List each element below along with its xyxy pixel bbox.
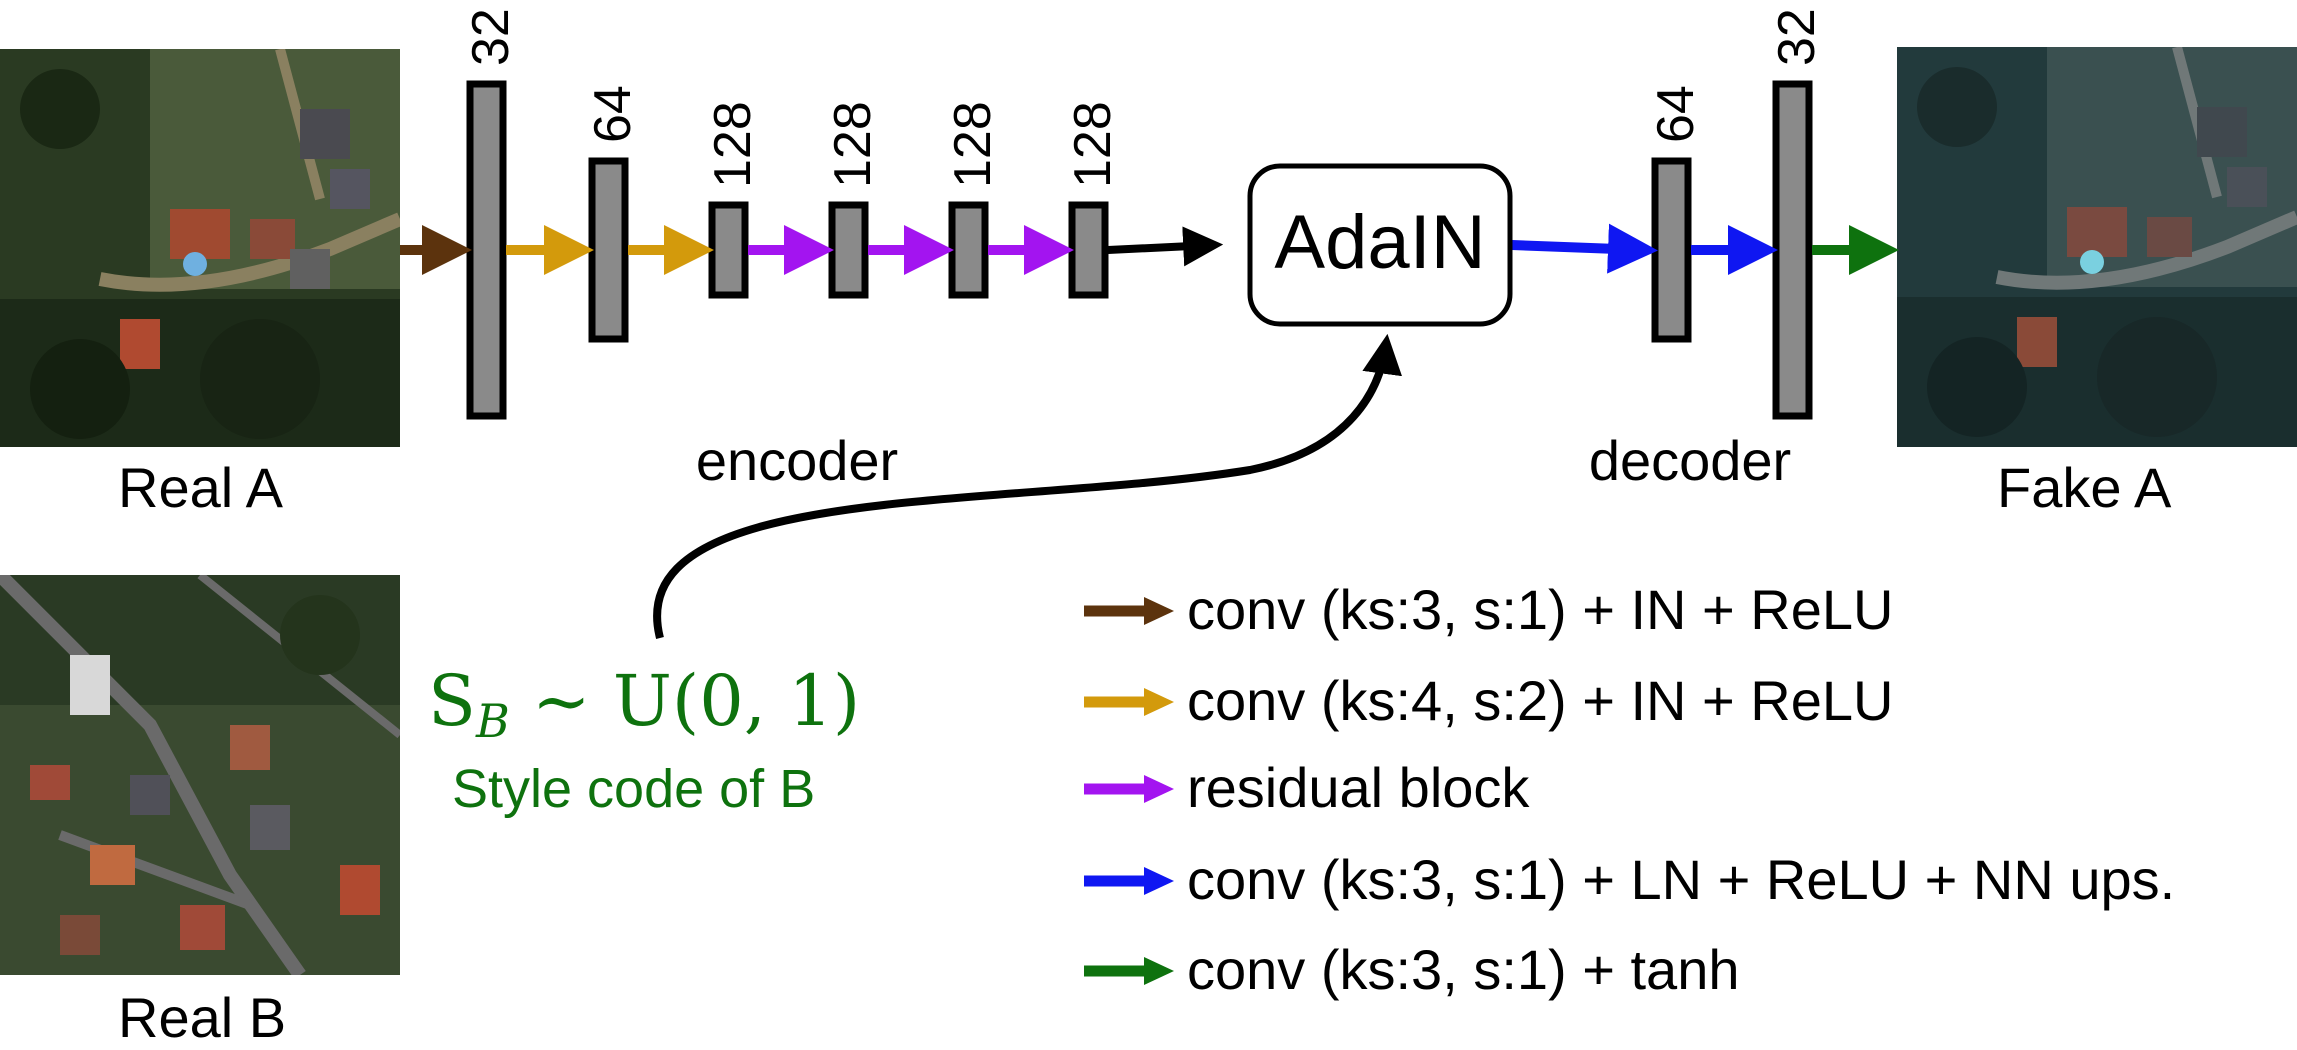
real-a-label: Real A — [118, 456, 283, 519]
style-formula-rest: ~ U(0, 1) — [509, 660, 861, 742]
channel-label-4: 128 — [824, 101, 882, 188]
encoder-label: encoder — [696, 429, 898, 492]
channel-label-6: 128 — [1064, 101, 1122, 188]
purple-arrow-icon — [1084, 775, 1174, 803]
green-arrow-icon — [1084, 957, 1174, 985]
layer-bar-6 — [1068, 201, 1109, 299]
layer-bar-5 — [948, 201, 989, 299]
channel-label-1: 32 — [462, 8, 520, 66]
layer-bar-3 — [708, 201, 749, 299]
layer-bar-7 — [1651, 157, 1692, 343]
style-formula-main: S — [428, 660, 476, 742]
legend-label: conv (ks:3, s:1) + tanh — [1187, 938, 1740, 1001]
decoder-label: decoder — [1589, 429, 1791, 492]
blue-arrow-icon — [1084, 867, 1174, 895]
layer-bar-4 — [828, 201, 869, 299]
style-formula-sub: B — [475, 694, 510, 748]
layer-bar-1 — [466, 80, 507, 420]
blue-arrow-1 — [1511, 223, 1658, 274]
legend-label: conv (ks:4, s:2) + IN + ReLU — [1187, 669, 1894, 732]
channel-label-7: 64 — [1647, 85, 1705, 143]
style-code-formula: SB ~ U(0, 1) — [428, 660, 860, 748]
gold-arrow-icon — [1084, 688, 1174, 716]
black-arrow-to-adain — [1107, 226, 1224, 267]
channel-label-2: 64 — [584, 85, 642, 143]
channel-label-5: 128 — [944, 101, 1002, 188]
channel-label-3: 128 — [704, 101, 762, 188]
fake-a-image — [1897, 47, 2297, 447]
brown-arrow-icon — [1084, 597, 1174, 625]
adain-box — [1247, 163, 1513, 327]
fake-a-label: Fake A — [1997, 456, 2172, 519]
layer-bar-2 — [588, 157, 629, 343]
legend-label: conv (ks:3, s:1) + IN + ReLU — [1187, 578, 1894, 641]
real-b-label: Real B — [118, 986, 287, 1049]
real-a-image — [0, 49, 400, 447]
channel-label-8: 32 — [1768, 8, 1826, 66]
adain-label: AdaIN — [1274, 200, 1485, 285]
style-caption: Style code of B — [452, 759, 816, 819]
legend-label: conv (ks:3, s:1) + LN + ReLU + NN ups. — [1187, 848, 2176, 911]
style-curve-arrow — [653, 333, 1403, 639]
real-b-image — [0, 575, 400, 975]
layer-bar-8 — [1772, 80, 1813, 420]
legend-label: residual block — [1187, 756, 1530, 819]
